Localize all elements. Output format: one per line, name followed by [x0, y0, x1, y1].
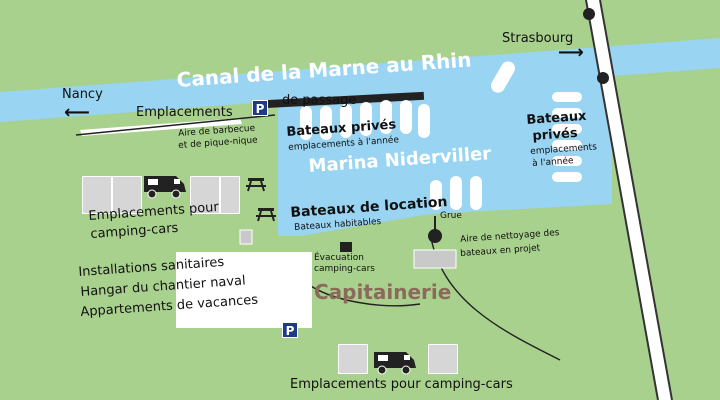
parking-icon: P [252, 100, 268, 116]
parking-icon: P [282, 322, 298, 338]
capitainerie-label: Capitainerie [314, 280, 452, 304]
motorhome-icon [144, 176, 186, 199]
direction-strasbourg: Strasbourg [502, 31, 574, 46]
passage-label: Emplacements [136, 105, 233, 120]
main-dock [263, 91, 425, 109]
direction-nancy: Nancy [62, 87, 103, 102]
services-building [176, 252, 312, 328]
private-boats-right-title1: Bateaux [525, 108, 587, 128]
picnic-table-icon [246, 178, 266, 192]
private-boats-right-title2: privés [531, 125, 579, 144]
road [586, 0, 672, 400]
arrow-left-icon: ⟵ [64, 102, 90, 123]
picnic-table-icon [256, 208, 276, 222]
passage-label-2: de passage [282, 93, 357, 108]
crane-icon [428, 229, 442, 243]
motorhome-icon [374, 352, 416, 375]
camping-slot [82, 176, 112, 214]
camping-slot [338, 344, 368, 374]
camping-bottom-label: Emplacements pour camping-cars [290, 377, 513, 392]
evacuation-line2: camping-cars [314, 264, 375, 274]
camping-slot [220, 176, 240, 214]
camping-slot [112, 176, 142, 214]
arrow-right-icon: ⟶ [558, 42, 584, 63]
crane-label: Grue [440, 211, 462, 221]
canal-water [0, 38, 720, 122]
camping-slot [428, 344, 458, 374]
evacuation-line1: Évacuation [314, 253, 364, 263]
camping-slot [190, 176, 220, 214]
cleaning-area [413, 249, 457, 269]
